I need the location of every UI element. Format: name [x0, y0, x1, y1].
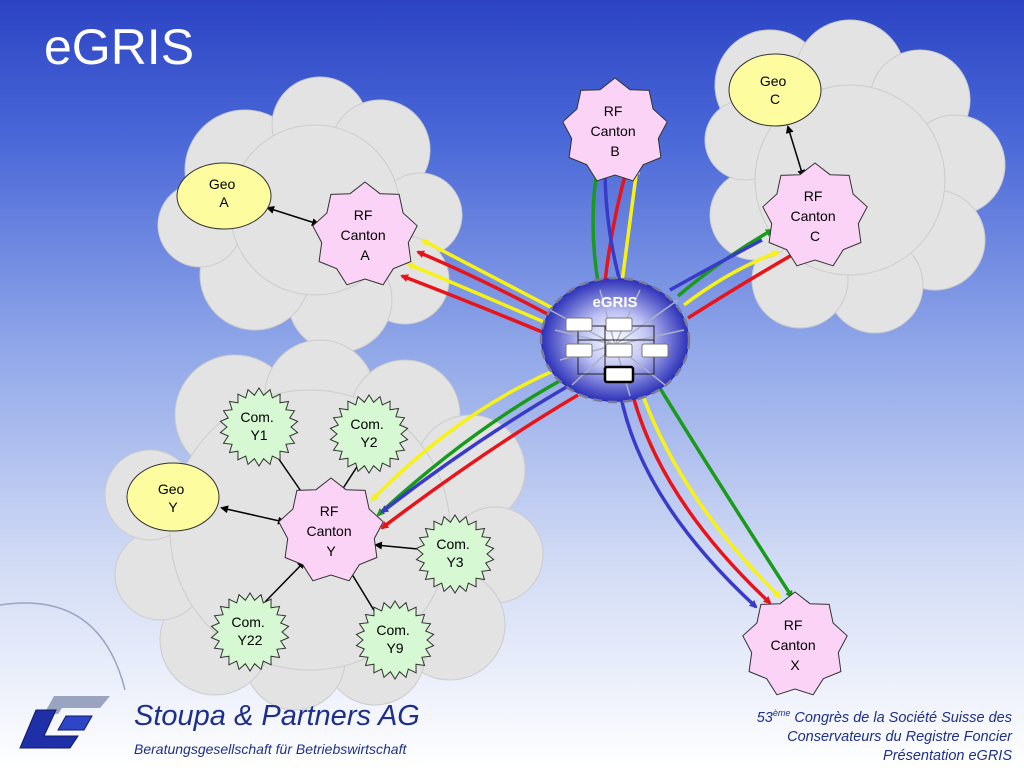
hub-server-box [641, 343, 669, 358]
svg-text:RF Canton B: RF Canton B [590, 103, 639, 159]
node-rf-canton-a: RF Canton A [312, 181, 418, 286]
conference-line-1-text: Congrès de la Société Suisse des [790, 709, 1012, 726]
conference-ordinal: ème [772, 708, 791, 718]
egris-hub: eGRIS [539, 276, 691, 404]
node-label: RF [604, 103, 623, 119]
node-com-y1: Com. Y1 [219, 387, 299, 467]
svg-text:Geo C: Geo C [760, 73, 790, 107]
conference-line-1: 53ème Congrès de la Société Suisse des [592, 704, 1012, 728]
node-label: C [770, 91, 780, 107]
conference-line-3: Présentation eGRIS [883, 747, 1012, 764]
hub-server-box [605, 317, 633, 332]
svg-text:RF Canton Y: RF Canton Y [306, 503, 355, 559]
company-tagline: Beratungsgesellschaft für Betriebswirtsc… [134, 741, 407, 757]
node-label: Canton [790, 208, 835, 224]
node-label: Y9 [386, 640, 403, 656]
node-label: C [810, 228, 820, 244]
node-label: Com. [436, 536, 469, 552]
hub-server-box-main [603, 365, 635, 384]
node-rf-canton-c: RF Canton C [762, 162, 868, 267]
slide-title: eGRIS [44, 19, 195, 75]
svg-text:Com. Y1: Com. Y1 [240, 409, 277, 443]
node-label: Geo [158, 481, 185, 497]
node-com-y3: Com. Y3 [415, 514, 495, 594]
svg-text:Com. Y22: Com. Y22 [231, 614, 268, 648]
decorative-arc [0, 602, 126, 691]
conference-line-2: Conservateurs du Registre Foncier [787, 728, 1012, 745]
conference-number: 53 [756, 709, 773, 726]
node-label: Geo [760, 73, 787, 89]
company-logo [19, 696, 110, 749]
hub-server-box [565, 317, 593, 332]
svg-text:Geo Y: Geo Y [158, 481, 188, 515]
node-label: Y1 [250, 427, 267, 443]
node-label: Canton [340, 227, 385, 243]
node-rf-canton-b: RF Canton B [562, 77, 668, 182]
node-label: RF [804, 188, 823, 204]
svg-text:Com. Y9: Com. Y9 [376, 622, 413, 656]
node-label: Y3 [446, 554, 463, 570]
hub-label: eGRIS [592, 294, 637, 311]
hub-server-box [605, 343, 633, 358]
svg-text:RF Canton X: RF Canton X [770, 617, 819, 673]
svg-text:Com. Y3: Com. Y3 [436, 536, 473, 570]
links [370, 163, 799, 609]
node-rf-canton-x: RF Canton X [742, 591, 848, 696]
node-label: B [610, 143, 619, 159]
node-label: A [219, 194, 229, 210]
node-label: Canton [590, 123, 635, 139]
node-label: RF [320, 503, 339, 519]
svg-text:RF Canton A: RF Canton A [340, 207, 389, 263]
conference-info: 53ème Congrès de la Société Suisse des C… [592, 704, 1012, 766]
node-label: Y2 [360, 434, 377, 450]
node-label: Com. [376, 622, 409, 638]
node-label: Y22 [238, 632, 263, 648]
node-geo-c: Geo C [728, 53, 822, 127]
node-label: Y [326, 543, 336, 559]
node-label: RF [354, 207, 373, 223]
node-label: A [360, 247, 370, 263]
node-label: Com. [231, 614, 264, 630]
svg-text:RF Canton C: RF Canton C [790, 188, 839, 244]
node-label: Canton [306, 523, 351, 539]
node-label: Y [168, 499, 178, 515]
node-com-y22: Com. Y22 [210, 592, 290, 672]
node-label: Canton [770, 637, 815, 653]
company-name: Stoupa & Partners AG [134, 700, 420, 732]
node-label: Geo [209, 176, 236, 192]
hub-server-box [565, 343, 593, 358]
svg-text:Com. Y2: Com. Y2 [350, 416, 387, 450]
node-geo-a: Geo A [176, 162, 272, 230]
node-label: Com. [350, 416, 383, 432]
node-label: Com. [240, 409, 273, 425]
node-geo-y: Geo Y [126, 462, 220, 532]
node-com-y2: Com. Y2 [329, 394, 409, 474]
svg-text:Geo A: Geo A [209, 176, 239, 210]
node-label: RF [784, 617, 803, 633]
node-com-y9: Com. Y9 [355, 600, 435, 680]
node-rf-canton-y: RF Canton Y [278, 477, 384, 582]
node-label: X [790, 657, 800, 673]
